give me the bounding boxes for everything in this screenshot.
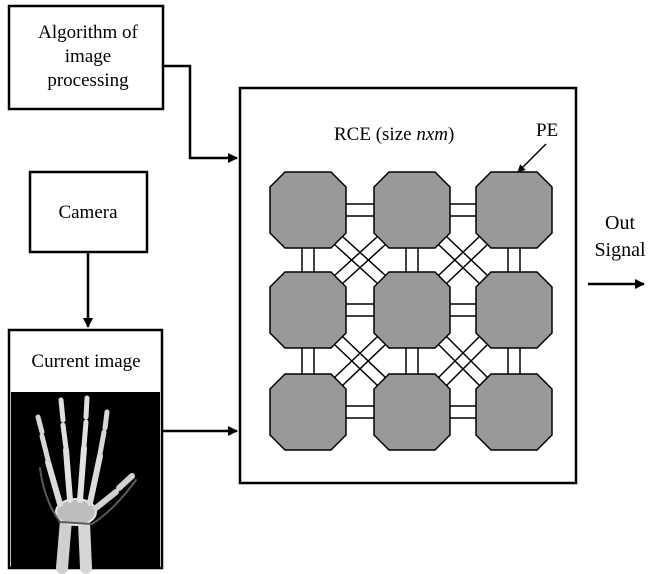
pe-node xyxy=(269,271,347,349)
rce-box: RCE (size nxm) PE xyxy=(238,86,578,485)
pe-diagonal-link xyxy=(437,235,481,277)
pe-diagonal-link xyxy=(437,243,481,285)
pe-grid xyxy=(269,171,553,451)
rce-title-suffix: ) xyxy=(448,124,454,145)
pe-diagonal-link xyxy=(445,243,489,285)
pe-label: PE xyxy=(536,120,558,141)
pe-diagonal-link xyxy=(445,343,489,387)
algorithm-box: Algorithm of image processing xyxy=(7,4,165,111)
pe-diagonal-link xyxy=(333,243,379,285)
rce-title: RCE (size nxm) xyxy=(334,124,454,145)
rce-title-size: nxm xyxy=(416,124,448,145)
pe-diagonal-link xyxy=(341,335,387,379)
pe-node xyxy=(475,373,553,451)
out-signal: Out Signal xyxy=(588,212,646,289)
hand-xray-image xyxy=(11,392,160,574)
pe-diagonal-link xyxy=(333,335,379,379)
pe-node xyxy=(269,171,347,249)
pe-diagonal-link xyxy=(437,335,481,379)
camera-box: Camera xyxy=(28,170,149,254)
pe-diagonal-link xyxy=(333,343,379,387)
algorithm-label-line-2: image xyxy=(65,46,111,67)
pe-node xyxy=(475,171,553,249)
out-signal-line-1: Out xyxy=(605,212,635,234)
rce-title-prefix: RCE (size xyxy=(334,124,416,145)
algorithm-label-line-3: processing xyxy=(47,70,129,91)
pe-node xyxy=(269,373,347,451)
algorithm-label-line-1: Algorithm of xyxy=(38,22,138,43)
pe-diagonal-link xyxy=(341,235,387,277)
camera-label: Camera xyxy=(58,202,118,223)
pe-diagonal-link xyxy=(341,343,387,387)
out-signal-line-2: Signal xyxy=(594,239,646,261)
algorithm-to-rce-arrow xyxy=(163,64,238,163)
pe-diagonal-link xyxy=(341,243,387,285)
pe-diagonal-link xyxy=(437,343,481,387)
pe-node xyxy=(373,373,451,451)
current-image-box: Current image xyxy=(7,328,164,574)
pe-node xyxy=(373,171,451,249)
pe-diagonal-link xyxy=(333,235,379,277)
current-image-label: Current image xyxy=(31,351,140,372)
pe-node xyxy=(475,271,553,349)
pe-diagonal-link xyxy=(445,235,489,277)
pe-pointer-arrow xyxy=(517,143,547,173)
pe-node xyxy=(373,271,451,349)
pe-diagonal-link xyxy=(445,335,489,379)
